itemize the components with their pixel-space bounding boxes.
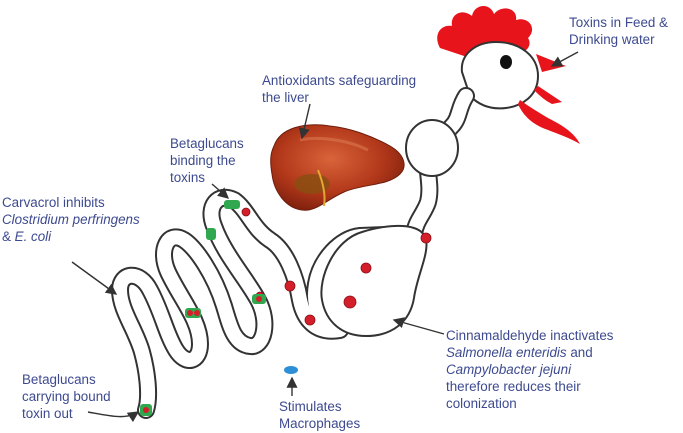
arrow-icon [211, 183, 230, 199]
arrow-icon [550, 51, 579, 67]
pathogen-icon [360, 262, 372, 274]
eye-icon [500, 55, 512, 69]
beak-upper-icon [536, 54, 566, 72]
label-macrophages: Stimulates Macrophages [279, 399, 361, 431]
stomach-icon [320, 224, 428, 337]
label-betaglucans-binding: Betaglucans binding the toxins [170, 136, 244, 185]
pathogen-icon [241, 207, 251, 217]
betaglucan-icon [206, 228, 216, 240]
betaglucan-icon [224, 200, 240, 209]
arrow-icon [87, 411, 140, 423]
digestive-tract-icon [111, 87, 475, 419]
pathogen-icon [343, 295, 357, 309]
label-carvacrol: Carvacrol inhibits Clostridium perfringe… [2, 195, 140, 244]
arrows [71, 51, 579, 423]
label-cinnamaldehyde: Cinnamaldehyde inactivates Salmonella en… [446, 328, 614, 411]
wattle-icon [518, 100, 580, 144]
crop-icon [405, 119, 459, 177]
label-toxins-feed: Toxins in Feed & Drinking water [569, 15, 668, 47]
pathogen-icon [284, 280, 296, 292]
arrow-icon [71, 261, 118, 295]
pathogen-icon [420, 232, 432, 244]
arrow-icon [392, 317, 445, 335]
liver-icon [270, 124, 405, 211]
beak-lower-icon [534, 86, 562, 104]
pathogen-icon [304, 314, 316, 326]
macrophage-icon [284, 366, 298, 374]
label-antioxidants: Antioxidants safeguarding the liver [262, 73, 417, 105]
rooster-head-icon [437, 5, 580, 144]
betaglucans [140, 200, 266, 416]
head-icon [460, 40, 540, 110]
arrow-icon [298, 103, 311, 140]
label-betaglucans-out: Betaglucans carrying bound toxin out [22, 372, 111, 421]
